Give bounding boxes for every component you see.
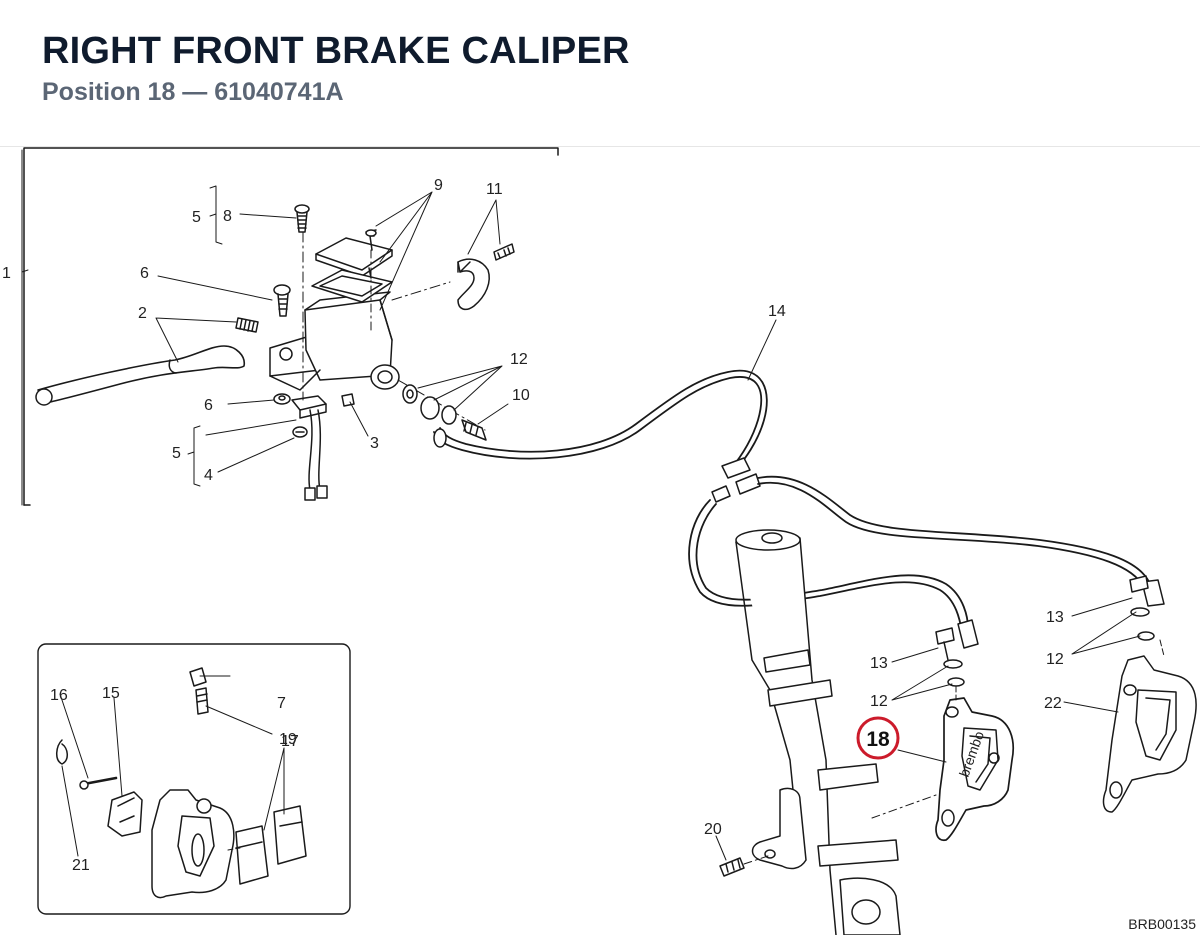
callout-4: 4 (204, 467, 213, 484)
callout-6-upper: 6 (140, 265, 149, 282)
callout-10: 10 (512, 387, 530, 404)
callout-3: 3 (370, 435, 379, 452)
group-bracket-master-cylinder (23, 147, 559, 506)
callout-8: 8 (223, 208, 232, 225)
callout-6-lower: 6 (204, 397, 213, 414)
callout-11: 11 (486, 181, 503, 198)
front-fork-leg (719, 529, 951, 935)
callout-21: 21 (72, 857, 90, 874)
callout-19-label: 19 (279, 731, 297, 748)
callout-5-upper: 5 (192, 209, 201, 226)
drawing-code: BRB00135 (1128, 916, 1196, 932)
callout-22: 22 (1044, 695, 1062, 712)
callout-12-master: 12 (510, 351, 528, 368)
page-subtitle: Position 18 — 61040741A (42, 78, 344, 106)
callout-2: 2 (138, 305, 147, 322)
callout-17: 17 (281, 733, 299, 750)
callout-labels: 1 2 3 4 5 5 6 6 7 8 9 10 11 12 12 12 13 … (2, 177, 1064, 874)
brake-caliper-18: brembo (935, 627, 1014, 841)
callout-13-caliper-22: 13 (1046, 609, 1064, 626)
callout-12-caliper-18: 12 (870, 693, 888, 710)
callout-5-lower: 5 (172, 445, 181, 462)
inset-caliper-detail (56, 667, 307, 899)
brake-hose (433, 369, 1165, 649)
callout-7: 7 (277, 695, 286, 712)
page-title: RIGHT FRONT BRAKE CALIPER (42, 30, 630, 72)
highlight-marker-18 (856, 716, 900, 760)
callout-1: 1 (2, 265, 11, 282)
header: RIGHT FRONT BRAKE CALIPER Position 18 — … (0, 0, 1200, 147)
inset-detail-box (37, 643, 351, 915)
callout-12-caliper-22: 12 (1046, 651, 1064, 668)
callout-15: 15 (102, 685, 120, 702)
callout-9: 9 (434, 177, 443, 194)
callout-16: 16 (50, 687, 68, 704)
callout-14: 14 (768, 303, 786, 320)
callout-13-caliper-18: 13 (870, 655, 888, 672)
leader-lines (21, 149, 1141, 861)
callout-18: 18 (866, 728, 890, 751)
brake-caliper-22 (1102, 575, 1197, 813)
callout-20: 20 (704, 821, 722, 838)
